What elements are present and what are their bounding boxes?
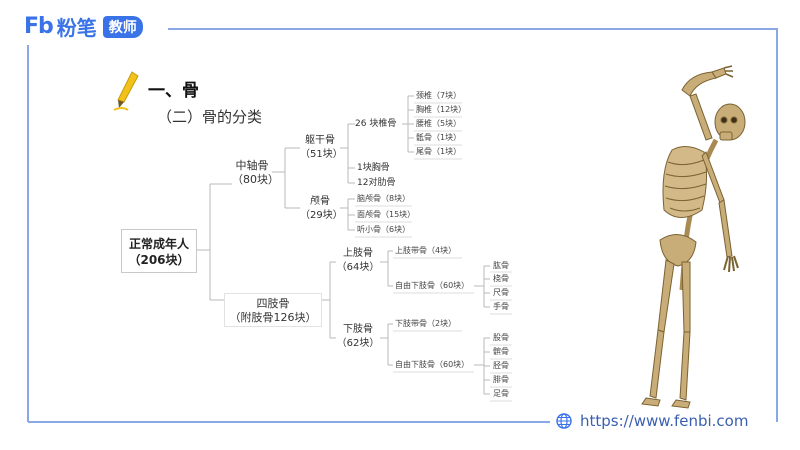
skull-count: （29块） [300, 210, 343, 221]
logo-mark: Fb [24, 14, 54, 39]
pen-icon [113, 71, 139, 111]
skull-item-0: 脑颅骨（8块） [357, 194, 411, 203]
trunk-count: （51块） [300, 149, 343, 160]
brand-logo: Fb 粉笔 教师 [24, 12, 143, 41]
lower-count: （62块） [336, 338, 380, 349]
lower-free-item-1: 髌骨 [493, 347, 509, 356]
vertebra-item-2: 腰椎（5块） [416, 119, 462, 128]
upper-free-item-0: 肱骨 [493, 261, 509, 270]
axial-label: 中轴骨 [235, 159, 269, 172]
limbs-label: 四肢骨 [256, 297, 290, 310]
lower-free: 自由下肢骨（60块） [395, 360, 470, 369]
trunk-node: 躯干骨 （51块） [300, 134, 343, 162]
root-node: 正常成年人 （206块） [121, 229, 197, 273]
logo-badge: 教师 [102, 15, 143, 38]
sternum-node: 1块胸骨 [357, 163, 390, 173]
website-url[interactable]: https://www.fenbi.com [580, 412, 749, 430]
limbs-node: 四肢骨 （附肢骨126块） [224, 293, 322, 327]
vertebra-item-0: 颈椎（7块） [416, 91, 462, 100]
website-link[interactable]: https://www.fenbi.com [556, 412, 748, 430]
limbs-count: （附肢骨126块） [229, 311, 317, 324]
vertebra-item-4: 尾骨（1块） [416, 147, 462, 156]
skull-node: 颅骨 （29块） [300, 195, 343, 223]
skull-label: 颅骨 [310, 196, 330, 207]
upper-free-item-3: 手骨 [493, 302, 509, 311]
lower-free-item-0: 股骨 [493, 333, 509, 342]
frame-top-border [168, 28, 778, 30]
lower-label: 下肢骨 [343, 324, 373, 335]
slide-title: 一、骨 [148, 81, 199, 101]
vertebra-item-3: 骶骨（1块） [416, 133, 462, 142]
lower-free-item-3: 腓骨 [493, 375, 509, 384]
root-label: 正常成年人 [128, 237, 189, 251]
upper-count: （64块） [336, 262, 380, 273]
upper-girdle: 上肢带骨（4块） [395, 246, 457, 255]
skull-item-2: 听小骨（6块） [357, 225, 411, 234]
root-count: （206块） [128, 253, 190, 267]
skull-item-1: 面颅骨（15块） [357, 210, 416, 219]
axial-node: 中轴骨 （80块） [232, 159, 279, 187]
trunk-label: 躯干骨 [305, 135, 335, 146]
ribs-node: 12对肋骨 [357, 178, 396, 188]
lower-free-item-2: 胫骨 [493, 361, 509, 370]
upper-label: 上肢骨 [343, 248, 373, 259]
vertebrae-node: 26 块椎骨 [355, 119, 397, 129]
axial-count: （80块） [232, 173, 279, 186]
lower-free-item-4: 足骨 [493, 389, 509, 398]
lower-girdle: 下肢带骨（2块） [395, 319, 457, 328]
globe-icon [556, 413, 572, 429]
vertebra-item-1: 胸椎（12块） [416, 105, 467, 114]
lower-limb-node: 下肢骨 （62块） [336, 323, 380, 351]
slide-subtitle: （二）骨的分类 [157, 108, 263, 126]
logo-text: 粉笔 [56, 16, 97, 40]
frame-bottom-border [28, 421, 550, 423]
frame-right-border [776, 28, 778, 422]
frame-left-border [27, 45, 29, 422]
upper-free: 自由下肢骨（60块） [395, 281, 470, 290]
upper-free-item-1: 桡骨 [493, 274, 509, 283]
skeleton-illustration [641, 65, 746, 409]
upper-limb-node: 上肢骨 （64块） [336, 247, 380, 275]
upper-free-item-2: 尺骨 [493, 288, 509, 297]
